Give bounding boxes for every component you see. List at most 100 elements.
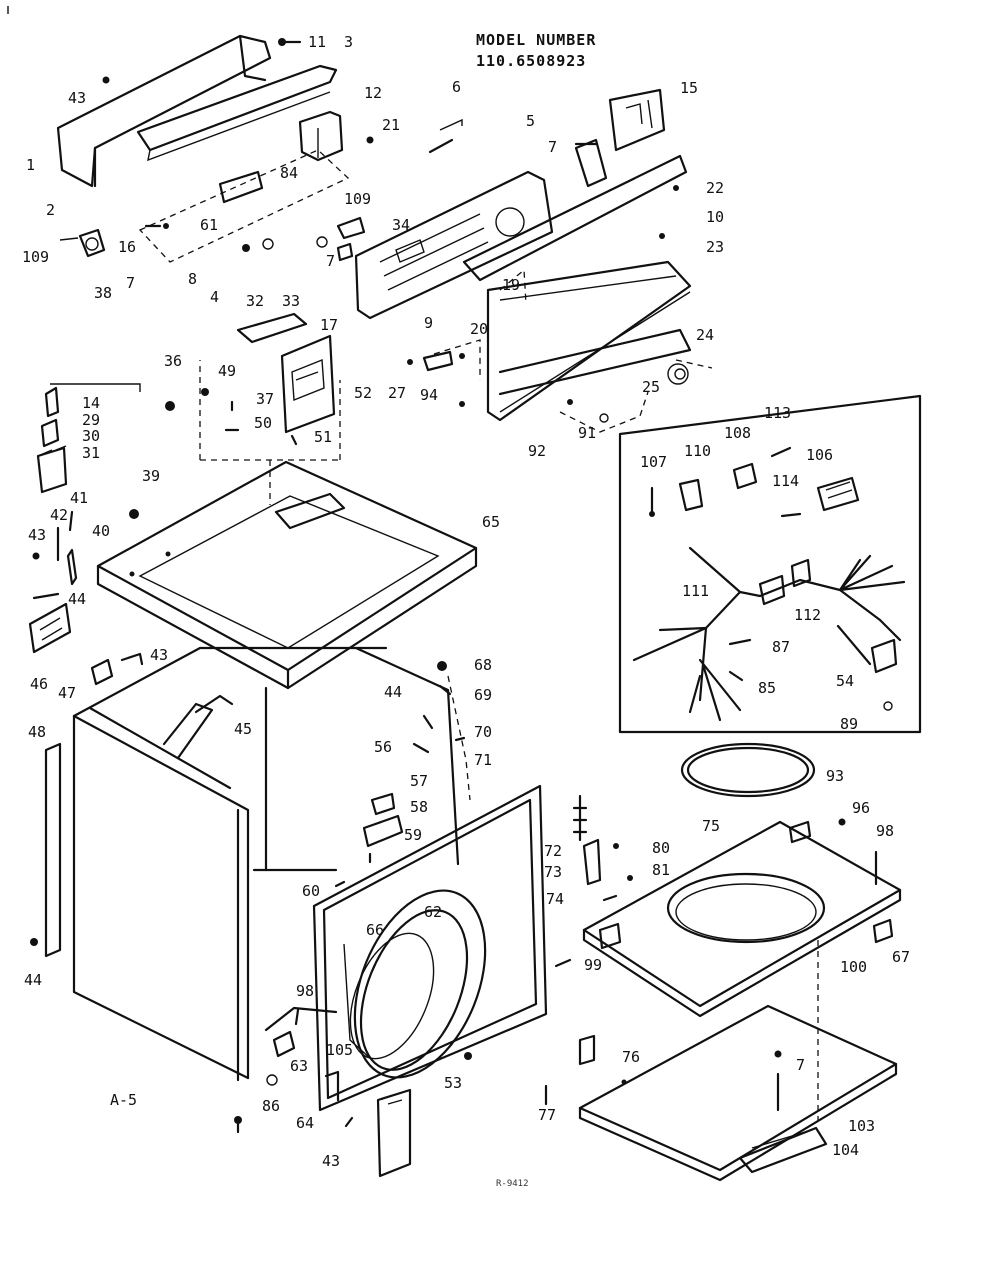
- part-label: 112: [794, 606, 821, 624]
- part-label: 65: [482, 513, 500, 531]
- part-label: 43: [150, 646, 168, 664]
- dashed-leaders-upper: [138, 149, 713, 505]
- part-label: 8: [188, 270, 197, 288]
- misc-center-parts: [266, 661, 471, 1128]
- part-label: 20: [470, 320, 488, 338]
- part-label: 89: [840, 715, 858, 733]
- part-label: 51: [314, 428, 332, 446]
- part-label: 75: [702, 817, 720, 835]
- part-label: 17: [320, 316, 338, 334]
- part-label: 33: [282, 292, 300, 310]
- part-label: 30: [82, 427, 100, 445]
- part-label: 9: [424, 314, 433, 332]
- part-label: 98: [296, 982, 314, 1000]
- part-label: 76: [622, 1048, 640, 1066]
- part-label: 100: [840, 958, 867, 976]
- part-label: 42: [50, 506, 68, 524]
- part-label: 63: [290, 1057, 308, 1075]
- part-label: 113: [764, 404, 791, 422]
- part-label: 45: [234, 720, 252, 738]
- bracket-assembly-15: [574, 88, 666, 188]
- part-label: 106: [806, 446, 833, 464]
- part-label: 43: [322, 1152, 340, 1170]
- part-label: 98: [876, 822, 894, 840]
- part-label: 40: [92, 522, 110, 540]
- control-panel-housing: [354, 154, 692, 422]
- part-label: 16: [118, 238, 136, 256]
- page-reference: A-5: [110, 1091, 137, 1109]
- part-label: 12: [364, 84, 382, 102]
- part-label: 2: [46, 201, 55, 219]
- part-label: 64: [296, 1114, 314, 1132]
- part-label: 34: [392, 216, 410, 234]
- part-label: 4: [210, 288, 219, 306]
- footer-code: R-9412: [496, 1179, 529, 1189]
- part-label: 22: [706, 179, 724, 197]
- part-label: 53: [444, 1074, 462, 1092]
- part-label: 7: [326, 252, 335, 270]
- part-label: 94: [420, 386, 438, 404]
- part-label: 110: [684, 442, 711, 460]
- part-label: 69: [474, 686, 492, 704]
- part-label: 60: [302, 882, 320, 900]
- part-label: 52: [354, 384, 372, 402]
- base-and-tub-ring: [544, 742, 902, 1182]
- part-label: 84: [280, 164, 298, 182]
- part-label: 92: [528, 442, 546, 460]
- part-label: 44: [384, 683, 402, 701]
- part-label: 87: [772, 638, 790, 656]
- part-label: 109: [22, 248, 49, 266]
- part-label: 38: [94, 284, 112, 302]
- front-panel: [312, 784, 548, 1178]
- part-label: 7: [548, 138, 557, 156]
- part-label: 114: [772, 472, 799, 490]
- part-label: 39: [142, 467, 160, 485]
- part-label: 56: [374, 738, 392, 756]
- part-label: 58: [410, 798, 428, 816]
- part-label: 1: [26, 156, 35, 174]
- cabinet: [30, 646, 460, 1134]
- part-label: 48: [28, 723, 46, 741]
- part-label: 31: [82, 444, 100, 462]
- part-label: 21: [382, 116, 400, 134]
- part-label: 3: [344, 33, 353, 51]
- part-label: 93: [826, 767, 844, 785]
- panel-pieces-center: [201, 312, 689, 446]
- part-label: 7: [796, 1056, 805, 1074]
- part-label: 10: [706, 208, 724, 226]
- part-label: 80: [652, 839, 670, 857]
- model-number-value: 110.6508923: [476, 52, 586, 70]
- part-label: 74: [546, 890, 564, 908]
- left-small-parts: [28, 510, 144, 686]
- part-label: 5: [526, 112, 535, 130]
- part-label: 86: [262, 1097, 280, 1115]
- part-label: 32: [246, 292, 264, 310]
- part-label: 15: [680, 79, 698, 97]
- part-label: 68: [474, 656, 492, 674]
- part-label: 72: [544, 842, 562, 860]
- part-label: 44: [24, 971, 42, 989]
- part-label: 77: [538, 1106, 556, 1124]
- part-label: 85: [758, 679, 776, 697]
- part-label: 59: [404, 826, 422, 844]
- part-label: 50: [254, 414, 272, 432]
- part-labels: 11 3 43 1 2 12 21 6 5 7 15 22 10 23 24 2…: [22, 33, 910, 1170]
- part-label: 71: [474, 751, 492, 769]
- part-label: 7: [126, 274, 135, 292]
- part-label: 61: [200, 216, 218, 234]
- part-label: 54: [836, 672, 854, 690]
- part-label: 99: [584, 956, 602, 974]
- top-cover: [96, 460, 478, 690]
- part-label: 19: [502, 276, 520, 294]
- part-label: 109: [344, 190, 371, 208]
- part-label: 24: [696, 326, 714, 344]
- part-label: 91: [578, 424, 596, 442]
- part-label: 70: [474, 723, 492, 741]
- part-label: 25: [642, 378, 660, 396]
- console-trim-assembly: [56, 34, 344, 188]
- part-label: 46: [30, 675, 48, 693]
- part-label: 27: [388, 384, 406, 402]
- part-label: 43: [28, 526, 46, 544]
- part-label: 47: [58, 684, 76, 702]
- part-label: 57: [410, 772, 428, 790]
